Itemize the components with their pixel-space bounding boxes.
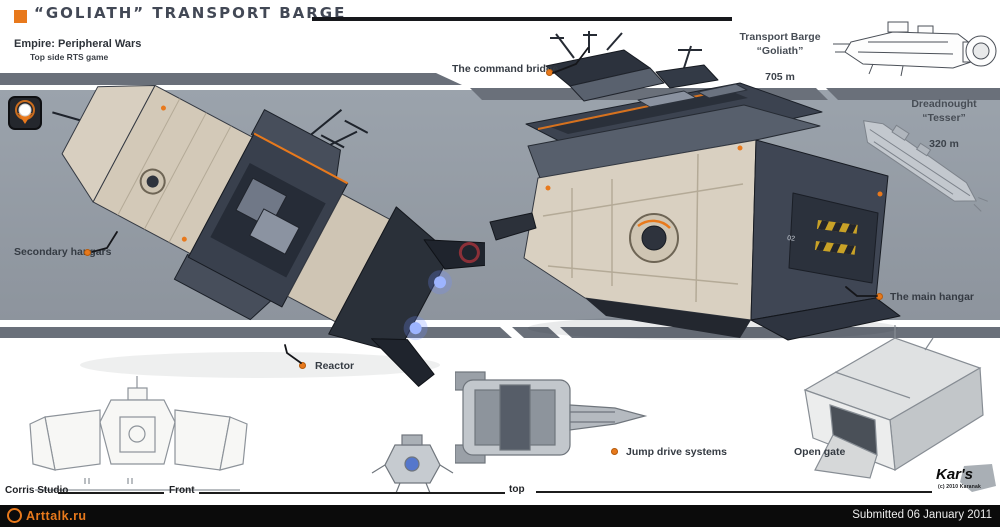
goliath-ref-line2: “Goliath” (756, 45, 804, 57)
top-rail-right-end (826, 88, 1000, 100)
bottom-rail-mid (512, 327, 560, 338)
baseline-right (536, 491, 932, 493)
front-view-caption: Front (169, 485, 195, 496)
goliath-profile-line-art (833, 21, 997, 77)
goliath-reference-label: Transport Barge “Goliath” 705 m (720, 30, 840, 84)
callout-dot-reactor (299, 362, 306, 369)
callout-reactor: Reactor (315, 360, 355, 372)
goliath-front-line-art (29, 376, 248, 491)
site-logo-ring-icon (7, 508, 22, 523)
goliath-port-top-view-art (52, 84, 485, 387)
subtitle-empire: Empire: Peripheral Wars (14, 38, 142, 50)
title-bullet-square (14, 10, 27, 23)
callout-dot-main-hangar (876, 293, 883, 300)
title-rule (312, 17, 732, 21)
open-gate-line-art (803, 325, 984, 479)
callout-dot-jump-drive (611, 448, 618, 455)
callout-open-gate: Open gate (794, 446, 846, 458)
top-rail-left (0, 73, 462, 85)
tesser-ref-line1: Dreadnought (911, 98, 977, 110)
site-logo-text: Arttalk.ru (26, 508, 87, 523)
callout-dot-command-bridge (546, 69, 553, 76)
callout-command-bridge: The command bridge (452, 63, 559, 75)
baseline-mid (199, 492, 505, 494)
callout-secondary-hangars: Secondary hangars (14, 246, 112, 258)
tesser-ref-line2: “Tesser” (922, 112, 966, 124)
hangar-code-marking: 02 (787, 235, 796, 243)
icon-box (8, 96, 42, 130)
footer-bar: Arttalk.ru Submitted 06 January 2011 (0, 505, 1000, 527)
artist-logo-glyph (960, 464, 996, 492)
tesser-reference-label: Dreadnought “Tesser” 320 m (890, 97, 998, 151)
tesser-line-art (863, 120, 988, 212)
studio-credit: Corris Studio (5, 485, 69, 496)
goliath-starboard-view-art: 02 (489, 31, 901, 341)
escort-front-line-art (371, 434, 454, 494)
page-title: “GOLIATH” TRANSPORT BARGE (34, 4, 347, 22)
site-logo: Arttalk.ru (7, 508, 87, 523)
goliath-ref-length: 705 m (765, 71, 795, 83)
artist-name: Kar's (936, 466, 973, 483)
artist-note: (c) 2010 Karanak (938, 484, 981, 490)
subtitle-game: Top side RTS game (30, 52, 109, 62)
location-pin-icon (15, 100, 35, 124)
baseline-left (58, 492, 164, 494)
callout-main-hangar: The main hangar (890, 291, 975, 303)
callout-jump-drive: Jump drive systems (626, 446, 727, 458)
callout-dot-secondary-hangars (84, 249, 91, 256)
tesser-ref-length: 320 m (929, 138, 959, 150)
goliath-ref-line1: Transport Barge (739, 31, 821, 43)
artist-logo: Kar's (c) 2010 Karanak (930, 464, 996, 498)
submitted-date: Submitted 06 January 2011 (852, 509, 992, 521)
goliath-top-line-art (455, 371, 648, 464)
top-view-caption: top (509, 484, 525, 495)
